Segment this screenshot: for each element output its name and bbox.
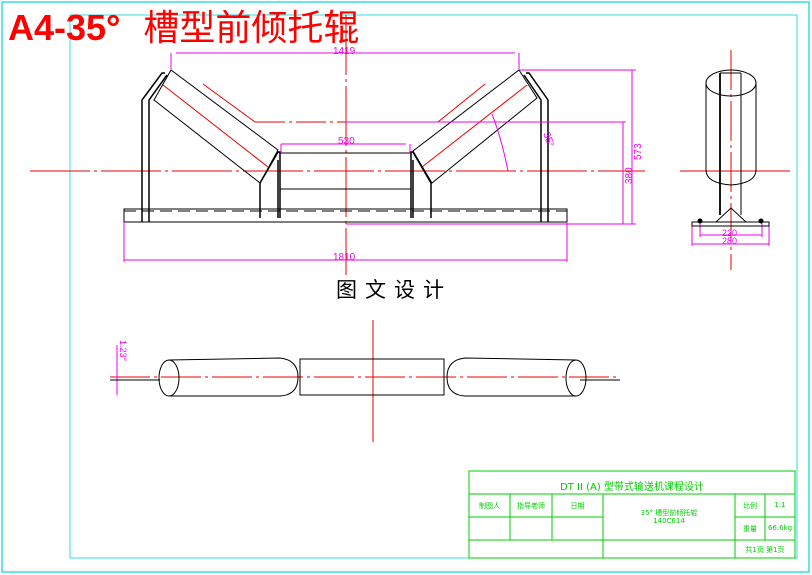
tb-drawn-by: 制图人 (479, 502, 500, 510)
dim-530: 530 (338, 136, 355, 147)
side-view (691, 69, 770, 227)
tb-heading: DT II (A) 型带式输送机课程设计 (560, 482, 704, 493)
tb-scale-label: 比例 (743, 502, 757, 510)
title-block-grid (468, 470, 796, 559)
tb-sheets: 共1页 第1页 (745, 546, 785, 554)
dim-220: 220 (722, 228, 738, 238)
dim-1419: 1419 (333, 46, 356, 57)
title-code: A4-35° (8, 7, 121, 48)
subtitle: 图文设计 (336, 278, 452, 302)
dimension-lines (116, 52, 770, 395)
left-bracket (141, 72, 281, 222)
tb-part-name: 35° 槽型前倾托辊 (640, 509, 698, 517)
front-view (123, 69, 568, 223)
centerlines (30, 15, 790, 442)
dim-tilt: 1.23° (118, 340, 128, 362)
dim-380: 380 (624, 167, 635, 184)
inner-frame (69, 14, 798, 559)
tb-weight-value: 66.6kg (767, 524, 793, 532)
dim-1810: 1810 (333, 252, 356, 263)
dim-280: 280 (722, 236, 738, 246)
tb-part-code: 140C614 (653, 517, 685, 525)
tb-date: 日期 (570, 502, 585, 510)
tb-advisor: 指导老师 (517, 502, 545, 510)
right-bracket (410, 72, 549, 222)
base-plate (123, 208, 568, 223)
tb-weight-label: 重量 (743, 525, 757, 533)
title-name: 槽型前倾托辊 (143, 8, 360, 49)
dim-573: 573 (633, 143, 644, 160)
drawing-title: A4-35° 槽型前倾托辊 (8, 6, 359, 51)
plan-view (110, 357, 620, 397)
right-wing-roller (412, 69, 538, 184)
tb-scale-value: 1:1 (774, 501, 786, 509)
